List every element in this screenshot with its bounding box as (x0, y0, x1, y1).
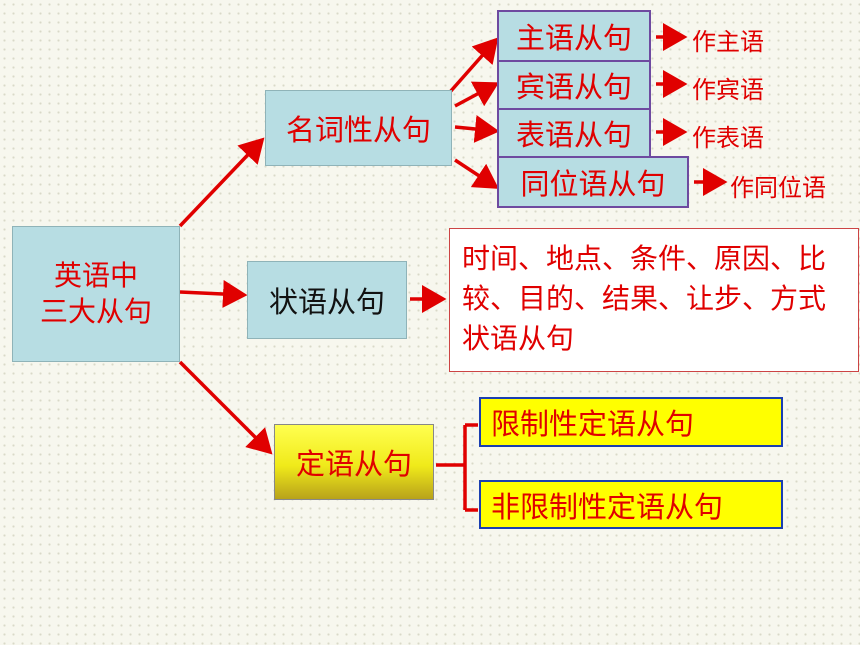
attributive-bracket (436, 423, 478, 512)
adverbial-detail-box: 时间、地点、条件、原因、比较、目的、结果、让步、方式状语从句 (449, 228, 859, 372)
noun-clause-node: 名词性从句 (265, 90, 452, 166)
noun-item-label: 宾语从句 (515, 70, 632, 104)
root-label: 英语中 三大从句 (39, 259, 152, 328)
noun-item-subject: 主语从句 (497, 10, 651, 62)
root-node: 英语中 三大从句 (12, 226, 180, 362)
noun-item-label: 主语从句 (515, 21, 632, 55)
attributive-clause-label: 定语从句 (295, 447, 412, 481)
role-predicative: 作表语 (692, 124, 764, 152)
noun-item-label: 同位语从句 (520, 167, 666, 201)
noun-clause-label: 名词性从句 (285, 113, 431, 147)
role-appositive: 作同位语 (730, 174, 826, 202)
arrow-root-to-noun (178, 137, 265, 228)
adverbial-clause-label: 状语从句 (268, 285, 385, 319)
noun-item-appositive: 同位语从句 (497, 156, 689, 208)
arrow-noun-to-object (454, 81, 500, 108)
role-subject: 作主语 (692, 28, 764, 56)
role-object: 作宾语 (692, 76, 764, 104)
noun-item-predicative: 表语从句 (497, 108, 651, 158)
adverbial-clause-node: 状语从句 (247, 261, 407, 339)
adverbial-detail-text: 时间、地点、条件、原因、比较、目的、结果、让步、方式状语从句 (462, 242, 827, 355)
noun-item-label: 表语从句 (515, 118, 632, 152)
arrow-noun-to-predicative (454, 115, 500, 143)
attributive-item-label: 非限制性定语从句 (491, 489, 724, 524)
arrow-noun-to-subject (448, 37, 499, 94)
attributive-clause-node: 定语从句 (274, 424, 434, 500)
arrow-root-to-adverbial (179, 280, 248, 309)
attributive-item-restrictive: 限制性定语从句 (479, 397, 783, 447)
arrow-noun-to-appositive (454, 158, 499, 189)
arrow-root-to-attributive (178, 360, 273, 455)
attributive-item-nonrestrictive: 非限制性定语从句 (479, 480, 783, 529)
noun-item-object: 宾语从句 (497, 60, 651, 110)
attributive-item-label: 限制性定语从句 (491, 407, 695, 441)
